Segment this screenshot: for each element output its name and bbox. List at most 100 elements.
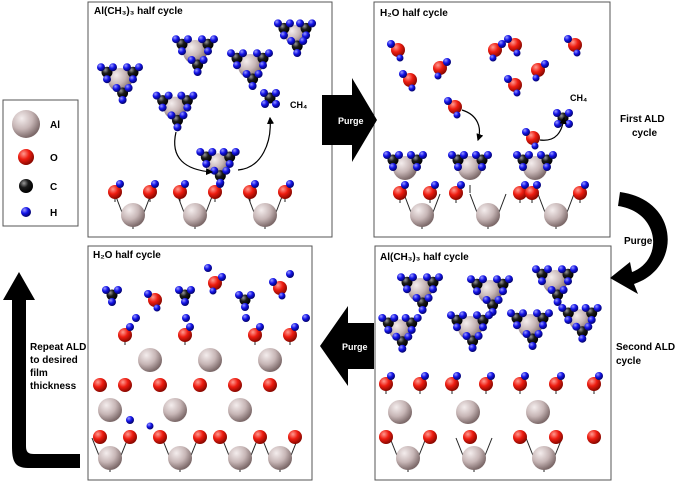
h-atom [581, 303, 590, 312]
h-atom [253, 49, 261, 58]
h-atom [219, 147, 228, 156]
h-atom [482, 296, 491, 304]
h-atom [151, 180, 159, 188]
h-atom [484, 151, 492, 159]
h-atom [593, 303, 602, 312]
legend-c-atom [19, 179, 33, 193]
atoms-layer [93, 19, 603, 470]
second-cycle-line1: Second ALD [616, 342, 675, 353]
panel-1-title: Al(CH₃)₃ half cycle [94, 6, 183, 17]
h-atom [285, 19, 294, 28]
h-atom [247, 291, 255, 299]
h-atom [522, 330, 531, 338]
h-atom [239, 49, 247, 58]
first-cycle-line2: cycle [632, 128, 657, 139]
legend-o-atom [18, 149, 34, 165]
h-atom [181, 180, 189, 188]
al-atom [388, 400, 412, 424]
h-atom [202, 159, 211, 168]
o-atom [403, 73, 417, 87]
al-atom [410, 203, 434, 227]
h-atom [183, 103, 192, 112]
o-atom [278, 185, 292, 199]
o-atom [148, 293, 162, 307]
h-atom [564, 277, 572, 286]
h-atom [538, 277, 546, 286]
o-atom [391, 43, 405, 57]
h-atom [256, 323, 264, 331]
al-atom [138, 348, 162, 372]
o-atom [173, 185, 187, 199]
h-atom [286, 180, 294, 188]
h-atom [218, 273, 226, 281]
o-atom [393, 186, 407, 200]
h-atom [261, 100, 269, 108]
legend-h-label: H [50, 208, 57, 219]
h-atom [189, 91, 198, 100]
o-atom [263, 378, 277, 392]
al-atom [526, 400, 550, 424]
h-atom [522, 128, 530, 136]
h-atom [454, 163, 462, 171]
h-atom [407, 325, 416, 334]
h-atom [158, 103, 167, 112]
al-atom [456, 400, 480, 424]
h-atom [135, 63, 143, 72]
repeat-dot-2: . [22, 321, 24, 330]
purge-arrow-curved [610, 192, 668, 294]
h-atom [570, 303, 579, 312]
o-atom [213, 430, 227, 444]
h-atom [533, 181, 541, 189]
purge-arrow-right [322, 78, 377, 162]
h-atom [431, 181, 439, 189]
o-atom [93, 430, 107, 444]
repeat-arrow [3, 272, 80, 468]
h-atom [291, 323, 299, 331]
h-atom [513, 321, 521, 330]
h-atom [216, 178, 225, 187]
h-atom [457, 181, 465, 189]
h-atom [209, 287, 217, 295]
legend-al-label: Al [50, 120, 60, 131]
h-atom [505, 275, 513, 284]
h-atom [308, 19, 317, 28]
al-atom [228, 446, 252, 470]
o-atom [433, 61, 447, 75]
h-atom [172, 35, 180, 44]
h-atom [116, 180, 124, 188]
first-cycle-line1: First ALD [620, 114, 665, 125]
h-atom [533, 309, 541, 318]
h-atom [259, 61, 267, 70]
o-atom [228, 378, 242, 392]
o-atom [508, 78, 522, 92]
o-atom [513, 430, 527, 444]
al-atom [258, 348, 282, 372]
h-atom [528, 342, 537, 350]
h-atom [525, 151, 533, 159]
h-atom [419, 151, 427, 159]
h-atom [152, 91, 161, 100]
h-atom [296, 19, 305, 28]
h-atom [299, 37, 308, 46]
h-atom [587, 315, 596, 324]
h-atom [513, 151, 521, 159]
h-atom [444, 97, 452, 105]
h-atom [558, 303, 567, 312]
o-atom [208, 276, 222, 290]
h-atom [179, 111, 188, 120]
h-atom [210, 166, 219, 175]
h-atom [409, 273, 417, 282]
h-atom [272, 100, 280, 108]
h-atom [396, 54, 404, 62]
o-atom [449, 186, 463, 200]
o-atom [153, 378, 167, 392]
repeat-line1: Repeat ALD [30, 342, 86, 353]
h-atom [423, 273, 431, 282]
h-atom [204, 264, 212, 272]
h-atom [260, 89, 268, 97]
h-atom [573, 49, 581, 57]
o-atom [123, 430, 137, 444]
al-atom [476, 203, 500, 227]
h-atom [564, 35, 572, 43]
